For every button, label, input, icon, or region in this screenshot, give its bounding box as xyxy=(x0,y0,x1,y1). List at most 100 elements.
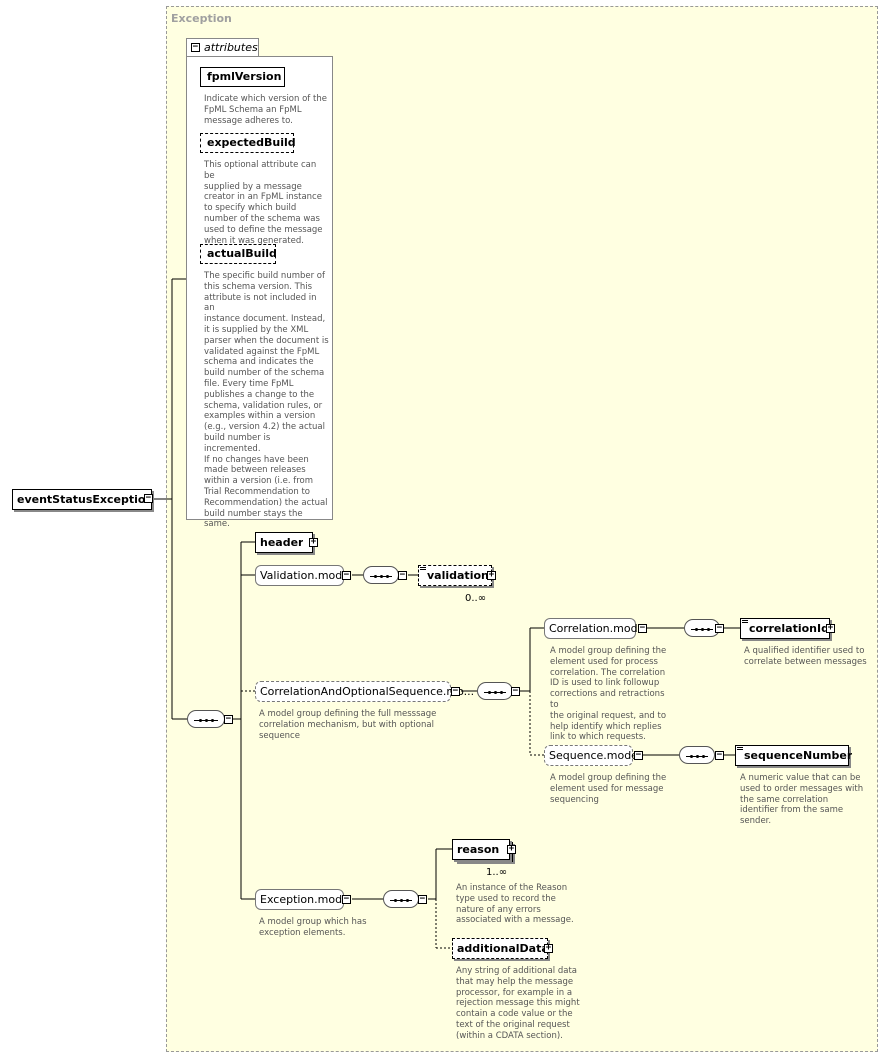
collapse-icon[interactable]: − xyxy=(638,623,647,633)
desc-line: identifier from the same xyxy=(740,805,844,816)
correlation-id-element[interactable]: correlationId xyxy=(740,618,830,639)
expand-icon[interactable]: + xyxy=(487,570,496,580)
collapse-icon[interactable]: − xyxy=(342,570,351,580)
desc-line: A numeric value that can be xyxy=(740,773,861,783)
element-description: An instance of the Reason type used to r… xyxy=(456,883,584,926)
desc-line: The specific build number of xyxy=(204,271,326,281)
desc-line: element used for message xyxy=(550,783,664,794)
sequence-number-element[interactable]: sequenceNumber xyxy=(735,745,853,766)
desc-line: This optional attribute can be xyxy=(204,160,317,181)
desc-line: help identify which replies xyxy=(550,721,662,732)
group-label: Exception.model xyxy=(260,893,352,906)
validation-element[interactable]: validation xyxy=(418,565,492,586)
element-label: header xyxy=(260,536,304,549)
desc-line: build number of the schema xyxy=(204,368,325,379)
desc-line: element used for process xyxy=(550,656,658,667)
sequence-compositor-icon[interactable] xyxy=(383,890,419,908)
desc-line: (within a CDATA section). xyxy=(456,1030,563,1041)
desc-line: type used to record the xyxy=(456,893,556,904)
desc-line: Indicate which version of the xyxy=(204,94,327,104)
element-label: correlationId xyxy=(749,622,829,635)
sequence-compositor-icon[interactable] xyxy=(363,566,399,584)
desc-line: that may help the message xyxy=(456,976,574,987)
desc-line: exception elements. xyxy=(259,927,346,938)
desc-line: A model group defining the xyxy=(550,773,667,783)
collapse-icon[interactable]: − xyxy=(224,714,233,724)
desc-line: number of the schema was xyxy=(204,213,320,224)
element-label: sequenceNumber xyxy=(744,749,853,762)
desc-line: attribute is not included in an xyxy=(204,292,317,314)
desc-line: ID is used to link followup xyxy=(550,678,660,689)
collapse-icon[interactable]: − xyxy=(342,894,351,904)
additional-data-element[interactable]: additionalData xyxy=(452,938,549,959)
header-element[interactable]: header xyxy=(255,532,313,553)
desc-line: used to define the message xyxy=(204,224,323,235)
sequence-model-group[interactable]: Sequence.model xyxy=(544,745,641,766)
desc-line: associated with a message. xyxy=(456,915,574,926)
desc-line: instance document. Instead, xyxy=(204,314,326,325)
desc-line: Any string of additional data xyxy=(456,966,577,976)
group-label: Correlation.model xyxy=(549,622,648,635)
sequence-compositor-icon[interactable] xyxy=(187,710,225,728)
desc-line: examples within a version xyxy=(204,411,316,422)
group-description: A model group which has exception elemen… xyxy=(259,917,389,939)
collapse-icon[interactable]: − xyxy=(634,750,643,760)
group-description: A model group defining the element used … xyxy=(550,646,675,743)
occurrence-label: 0..∞ xyxy=(465,593,487,604)
desc-line: within a version (i.e. from xyxy=(204,476,314,487)
collapse-icon[interactable]: − xyxy=(398,570,407,580)
collapse-icon[interactable]: − xyxy=(715,623,724,633)
desc-line: If no changes have been xyxy=(204,454,309,465)
attribute-expectedbuild[interactable]: expectedBuild xyxy=(200,133,296,153)
desc-line: An instance of the Reason xyxy=(456,883,568,893)
attribute-expectedbuild-description: This optional attribute can be supplied … xyxy=(204,160,329,246)
element-label: reason xyxy=(457,843,500,856)
expand-icon[interactable]: + xyxy=(826,623,835,633)
desc-line: when it was generated. xyxy=(204,235,304,246)
element-description: Any string of additional data that may h… xyxy=(456,966,584,1042)
group-description: A model group defining the full messsage… xyxy=(259,709,469,741)
collapse-icon[interactable]: − xyxy=(511,686,520,696)
validation-model-group[interactable]: Validation.model xyxy=(255,565,352,586)
expand-icon[interactable]: + xyxy=(507,844,516,854)
expand-icon[interactable]: + xyxy=(544,943,553,953)
desc-line: A model group defining the full messsage xyxy=(259,709,437,719)
exception-model-group[interactable]: Exception.model xyxy=(255,889,352,910)
desc-line: build number stays the xyxy=(204,508,303,519)
collapse-icon[interactable]: − xyxy=(451,686,460,696)
desc-line: build number is incremented. xyxy=(204,432,271,454)
element-label: validation xyxy=(427,569,489,582)
desc-line: A model group defining the xyxy=(550,646,667,656)
attribute-name: actualBuild xyxy=(207,247,277,260)
collapse-icon[interactable]: − xyxy=(715,750,724,760)
collapse-icon[interactable]: − xyxy=(191,42,200,52)
attribute-fpmlversion[interactable]: fpmlVersion xyxy=(200,67,285,87)
desc-line: rejection message this might xyxy=(456,998,580,1009)
desc-line: corrections and retractions to xyxy=(550,689,665,710)
desc-line: schema and indicates the xyxy=(204,357,314,368)
collapse-icon[interactable]: − xyxy=(144,493,153,503)
sequence-compositor-icon[interactable] xyxy=(679,746,715,764)
desc-line: A model group which has xyxy=(259,917,367,927)
correlation-model-group[interactable]: Correlation.model xyxy=(544,618,647,639)
attribute-actualbuild[interactable]: actualBuild xyxy=(200,244,277,264)
desc-line: Recommendation) the actual xyxy=(204,497,328,508)
expand-icon[interactable]: + xyxy=(309,537,318,547)
sequence-compositor-icon[interactable] xyxy=(477,682,513,700)
reason-element[interactable]: reason xyxy=(452,839,510,860)
attributes-tab[interactable]: − attributes xyxy=(186,38,259,56)
desc-line: sequencing xyxy=(550,794,599,805)
element-description: A numeric value that can be used to orde… xyxy=(740,773,868,827)
root-element-node[interactable]: eventStatusException xyxy=(12,489,153,510)
collapse-icon[interactable]: − xyxy=(418,894,427,904)
attribute-fpmlversion-description: Indicate which version of the FpML Schem… xyxy=(204,94,329,126)
desc-line: supplied by a message xyxy=(204,181,302,192)
desc-line: link to which requests. xyxy=(550,732,646,743)
group-label: CorrelationAndOptionalSequence.mo... xyxy=(260,685,475,698)
sequence-compositor-icon[interactable] xyxy=(684,619,720,637)
attribute-name: expectedBuild xyxy=(207,136,296,149)
desc-line: validated against the FpML xyxy=(204,346,320,357)
desc-line: correlate between messages xyxy=(744,656,867,667)
correlation-optional-sequence-group[interactable]: CorrelationAndOptionalSequence.mo... xyxy=(255,681,474,702)
